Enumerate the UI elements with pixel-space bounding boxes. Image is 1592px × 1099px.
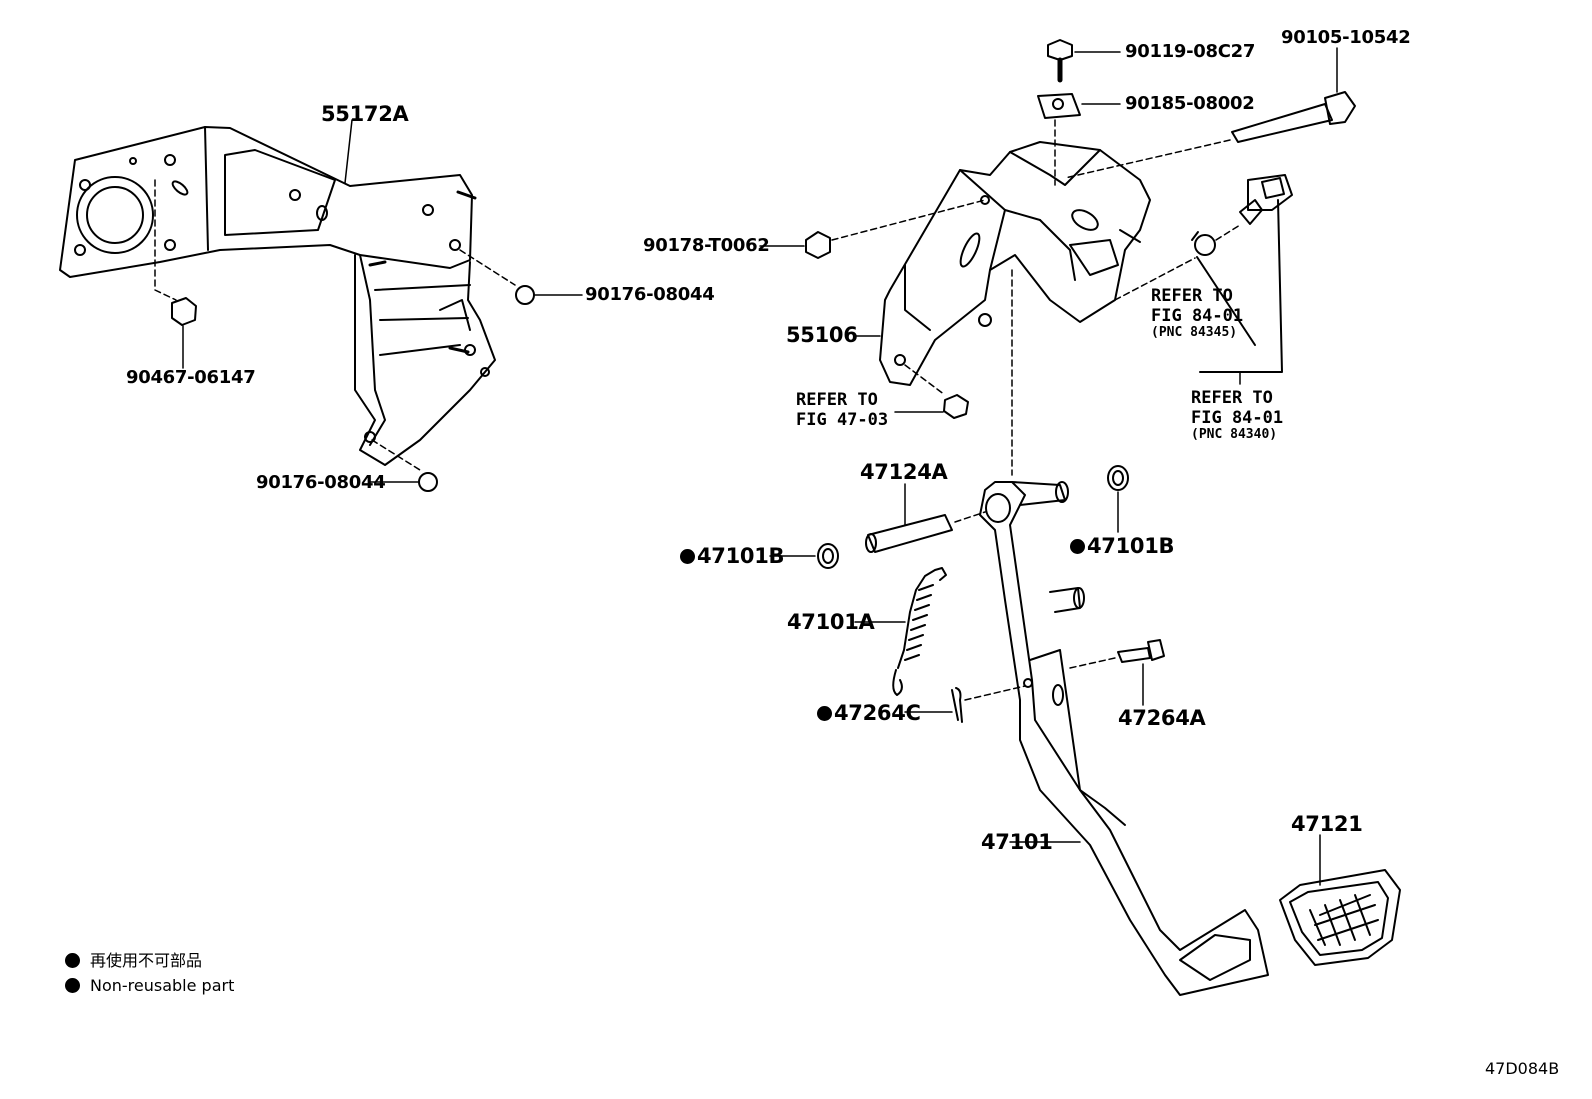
label-55106: 55106 bbox=[786, 323, 858, 347]
nut-90178-t0062-drawing bbox=[759, 199, 986, 259]
label-47124a: 47124A bbox=[860, 460, 948, 484]
non-reusable-marker-icon bbox=[65, 978, 80, 993]
pin-47264a-drawing bbox=[1069, 639, 1165, 706]
refer-fig-84-01-a-line3: (PNC 84345) bbox=[1151, 325, 1238, 341]
bolt-refer-fig-47-03-drawing bbox=[894, 364, 969, 419]
non-reusable-marker-icon bbox=[1070, 539, 1085, 554]
label-90178-t0062: 90178-T0062 bbox=[643, 235, 770, 256]
label-47101b-left: 47101B bbox=[680, 544, 785, 568]
nut-90467-06147-drawing bbox=[154, 179, 197, 369]
refer-fig-47-03-line2: FIG 47-03 bbox=[796, 409, 889, 430]
label-90185-08002: 90185-08002 bbox=[1125, 93, 1255, 114]
label-47101b-right: 47101B bbox=[1070, 534, 1175, 558]
label-90467-06147: 90467-06147 bbox=[126, 367, 256, 388]
refer-fig-84-01-a-line1: REFER TO bbox=[1151, 286, 1233, 306]
bushing-47101b-right-drawing bbox=[1107, 465, 1129, 533]
legend-japanese-text: 再使用不可部品 bbox=[90, 951, 203, 970]
label-47264c: 47264C bbox=[817, 703, 921, 724]
spring-47101a-drawing bbox=[854, 567, 947, 696]
refer-fig-84-01-pnc-84340: REFER TO FIG 84-01 (PNC 84340) bbox=[1191, 388, 1284, 443]
label-47101b-left-text: 47101B bbox=[697, 544, 785, 568]
label-47264c-text: 47264C bbox=[834, 701, 921, 725]
label-47101: 47101 bbox=[981, 830, 1053, 854]
legend-english-text: Non-reusable part bbox=[90, 976, 235, 995]
label-90176-08044-lower: 90176-08044 bbox=[256, 472, 386, 493]
nut-90176-08044-upper-drawing bbox=[459, 249, 583, 305]
non-reusable-marker-icon bbox=[680, 549, 695, 564]
bracket-55106-drawing bbox=[854, 141, 1151, 386]
label-47264a: 47264A bbox=[1118, 706, 1206, 730]
non-reusable-marker-icon bbox=[817, 706, 832, 721]
refer-fig-47-03-line1: REFER TO bbox=[796, 390, 878, 410]
bracket-55172a-drawing bbox=[59, 119, 496, 466]
bolt-90119-08c27-drawing bbox=[1047, 39, 1121, 83]
clip-47264c-drawing bbox=[904, 685, 1026, 723]
refer-fig-84-01-b-line2: FIG 84-01 bbox=[1191, 407, 1284, 428]
bushing-47101b-left-drawing bbox=[769, 543, 839, 569]
nut-90176-08044-lower-drawing bbox=[369, 439, 438, 492]
figure-code: 47D084B bbox=[1485, 1059, 1560, 1078]
clip-90185-08002-drawing bbox=[1037, 93, 1121, 186]
stop-light-switch-drawing bbox=[1114, 174, 1293, 385]
refer-fig-84-01-b-line1: REFER TO bbox=[1191, 388, 1273, 408]
refer-fig-84-01-pnc-84345: REFER TO FIG 84-01 (PNC 84345) bbox=[1151, 286, 1244, 341]
legend-english: Non-reusable part bbox=[65, 978, 234, 994]
label-47101a: 47101A bbox=[787, 610, 875, 634]
label-90119-08c27: 90119-08C27 bbox=[1125, 41, 1256, 62]
legend-japanese: 再使用不可部品 bbox=[65, 953, 202, 969]
refer-fig-47-03: REFER TO FIG 47-03 bbox=[796, 390, 889, 430]
pin-47124a-drawing bbox=[865, 483, 986, 553]
label-47101b-right-text: 47101B bbox=[1087, 534, 1175, 558]
non-reusable-marker-icon bbox=[65, 953, 80, 968]
label-90176-08044-upper: 90176-08044 bbox=[585, 284, 715, 305]
refer-fig-84-01-b-line3: (PNC 84340) bbox=[1191, 427, 1278, 443]
pedal-arm-47101-drawing bbox=[979, 269, 1269, 996]
label-90105-10542: 90105-10542 bbox=[1281, 27, 1411, 48]
bolt-90105-10542-drawing bbox=[1064, 47, 1356, 179]
refer-fig-84-01-a-line2: FIG 84-01 bbox=[1151, 305, 1244, 326]
pedal-pad-47121-drawing bbox=[1279, 834, 1401, 966]
label-47121: 47121 bbox=[1291, 812, 1363, 836]
label-55172a: 55172A bbox=[321, 102, 409, 126]
